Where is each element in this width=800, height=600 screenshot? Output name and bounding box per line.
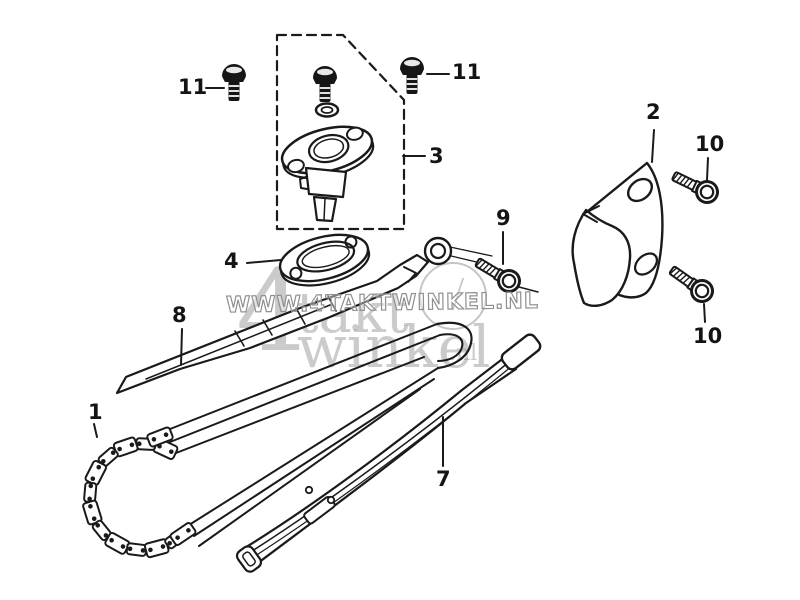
bolt-11-right <box>400 57 424 94</box>
watermark-url-text: WWW.4TAKTWINKEL.NL <box>225 288 539 319</box>
label-part-7: 7 <box>436 467 451 491</box>
tensioner-o-ring <box>314 102 340 118</box>
label-part-9: 9 <box>496 206 511 230</box>
leader-lines <box>93 73 709 467</box>
label-part-4: 4 <box>224 249 239 273</box>
label-part-8: 8 <box>172 303 187 327</box>
cam-chain-runs <box>164 321 473 547</box>
label-part-3: 3 <box>429 144 444 168</box>
watermark-logo-circle <box>419 262 487 330</box>
bolt-10-upper <box>671 171 719 204</box>
label-part-10-upper: 10 <box>695 132 725 156</box>
bolt-11-left <box>222 64 246 101</box>
label-part-11-left: 11 <box>178 75 208 99</box>
label-part-10-lower: 10 <box>693 324 723 348</box>
part-2-bracket <box>571 161 664 308</box>
bolt-10-lower <box>668 265 714 303</box>
bolt-9 <box>474 257 521 293</box>
part-8-chain-guide <box>115 236 493 395</box>
cam-chain-links <box>82 426 197 559</box>
part-4-gasket <box>278 233 371 287</box>
label-part-11-right: 11 <box>452 60 482 84</box>
label-part-2: 2 <box>646 100 661 124</box>
tensioner-body <box>304 166 348 199</box>
part-3-tensioner-assembly <box>280 66 375 223</box>
label-part-1: 1 <box>88 400 103 424</box>
tensioner-bolt <box>313 66 337 102</box>
part-7-chain-guide <box>235 333 542 573</box>
dashed-assembly-box <box>275 33 406 231</box>
